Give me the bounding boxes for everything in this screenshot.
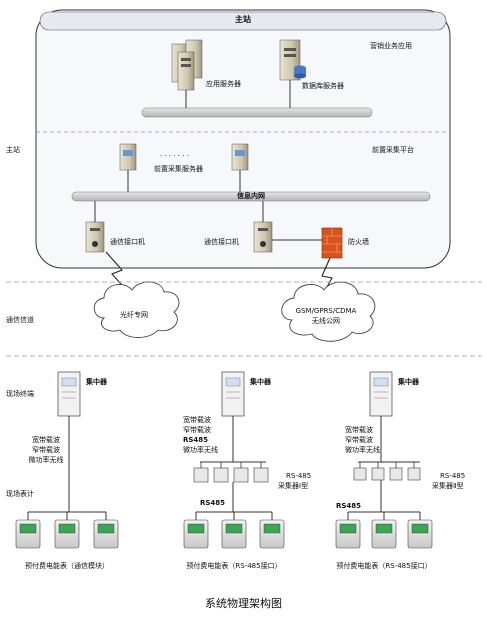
app-server-label: 应用服务器 <box>206 80 241 88</box>
firewall-icon <box>321 227 343 259</box>
concentrator-3-icon <box>369 371 393 417</box>
field-meter-label: 现场表计 <box>6 490 34 498</box>
col1-comm-line-2: 窄带载波 <box>32 446 60 454</box>
comm-interface-right-label: 通信接口机 <box>204 238 239 246</box>
col2-comm-line-1: 宽带载波 <box>183 416 211 424</box>
concentrator-1-icon <box>57 371 81 417</box>
comm-interface-left-icon <box>85 221 105 253</box>
master-station-side-label: 主站 <box>6 146 20 154</box>
firewall-label: 防火墙 <box>348 238 369 246</box>
collector-type2-line1: RS-485 <box>440 472 466 480</box>
col1-comm-line-3: 微功率无线 <box>28 456 64 464</box>
wireless-network-cloud-icon <box>281 281 376 342</box>
collector-type1-group <box>193 467 269 483</box>
frontend-platform-label: 前置采集平台 <box>372 146 414 154</box>
fiber-network-label: 光纤专网 <box>120 311 148 319</box>
frontend-server-label: 前置采集服务器 <box>154 165 203 173</box>
concentrator-3-label: 集中器 <box>398 378 419 386</box>
concentrator-2-icon <box>221 371 245 417</box>
col3-meter-caption: 预付费电能表（RS-485接口） <box>336 562 432 570</box>
meter-group-3 <box>335 519 433 549</box>
col3-rs485-label: RS485 <box>336 502 362 510</box>
meter-group-2 <box>183 519 285 549</box>
field-terminal-label: 现场终端 <box>6 390 34 398</box>
col2-comm-line-4: 微功率无线 <box>183 446 218 454</box>
col2-rs485-label: RS485 <box>200 499 226 507</box>
col2-comm-line-3: RS485 <box>183 436 209 444</box>
master-station-panel <box>35 9 451 269</box>
collector-type2-line2: 采集器Ⅱ型 <box>432 482 464 490</box>
info-intranet-label: 信息内网 <box>237 192 265 200</box>
app-server-icon <box>171 39 203 91</box>
channel-side-label: 通信信道 <box>6 316 34 324</box>
comm-interface-left-label: 通信接口机 <box>110 238 145 246</box>
marketing-app-label: 营销业务应用 <box>370 42 412 50</box>
intranet-bus <box>71 191 431 202</box>
db-server-icon <box>279 39 306 81</box>
col1-meter-caption: 预付费电能表（通信模块） <box>25 562 109 570</box>
lightning-link-left <box>105 251 129 293</box>
frontend-server-left-icon <box>119 143 137 171</box>
comm-interface-right-icon <box>253 221 273 253</box>
figure-caption: 系统物理架构图 <box>205 597 282 610</box>
db-server-label: 数据库服务器 <box>302 82 344 90</box>
concentrator-2-label: 集中器 <box>250 378 271 386</box>
wireless-network-line1: GSM/GPRS/CDMA <box>295 307 357 315</box>
collector-type1-line2: 采集器Ⅰ型 <box>278 482 309 490</box>
app-bus <box>141 107 373 118</box>
col2-comm-line-2: 窄带载波 <box>183 426 211 434</box>
col3-comm-line-3: 微功率无线 <box>345 446 380 454</box>
server-ellipsis: . . . . . . . <box>160 150 189 158</box>
collector-type1-line1: RS-485 <box>286 472 312 480</box>
frontend-server-right-icon <box>231 143 249 171</box>
col3-comm-line-1: 宽带载波 <box>345 426 373 434</box>
col3-comm-line-2: 窄带载波 <box>345 436 373 444</box>
master-station-title: 主站 <box>235 15 251 24</box>
fiber-network-cloud-icon <box>93 281 180 338</box>
meter-group-1 <box>15 519 119 549</box>
concentrator-1-label: 集中器 <box>86 378 107 386</box>
col1-comm-line-1: 宽带载波 <box>32 436 60 444</box>
collector-type2-group <box>353 467 421 481</box>
wireless-network-line2: 无线公网 <box>312 317 340 325</box>
col2-meter-caption: 预付费电能表（RS-485接口） <box>186 562 282 570</box>
